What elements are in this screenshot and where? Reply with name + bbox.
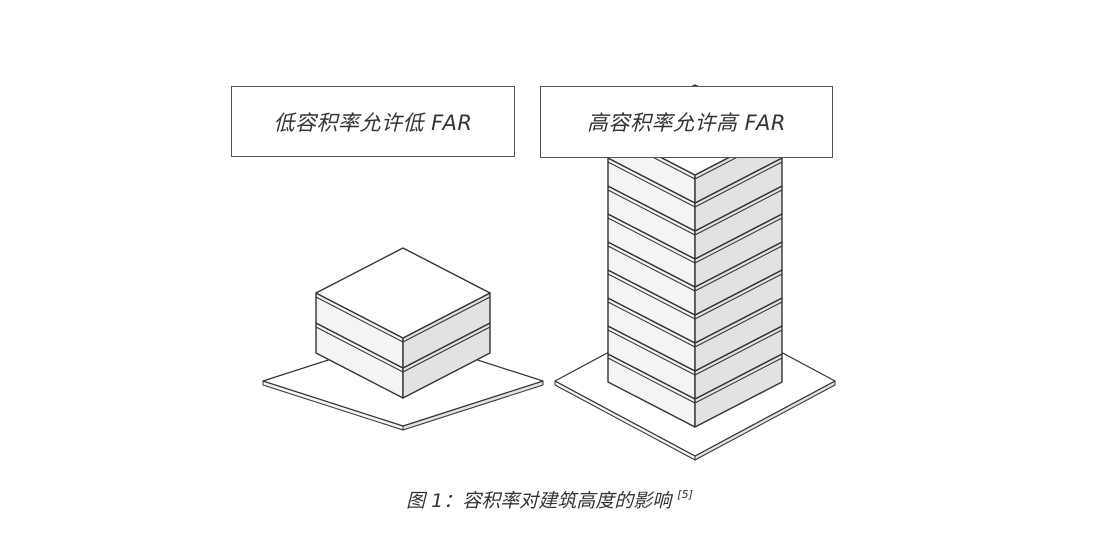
high-building-floor-7-slab-line	[607, 189, 783, 236]
figure-caption: 图 1：容积率对建筑高度的影响 [5]	[0, 486, 1099, 513]
high-far-label-text: 高容积率允许高 FAR	[587, 111, 786, 135]
high-building-floor-1-slab-line	[607, 357, 783, 404]
caption-reference: [5]	[677, 487, 693, 501]
low-far-label: 低容积率允许低 FAR	[231, 86, 515, 157]
high-building-floor-6-slab-line	[607, 217, 783, 264]
high-building-floor-4-slab-line	[607, 273, 783, 320]
low-building-roof	[315, 247, 491, 339]
high-building-floor-2-slab-line	[607, 329, 783, 376]
low-building-floor-1-slab-line	[315, 326, 491, 373]
low-far-label-text: 低容积率允许低 FAR	[273, 110, 473, 135]
high-building-floor-5-slab-line	[607, 245, 783, 292]
low-building-floor-2-slab-line	[315, 296, 491, 343]
high-building-floor-3-slab-line	[607, 301, 783, 348]
caption-text: 图 1：容积率对建筑高度的影响	[406, 490, 672, 512]
low-far-building	[315, 247, 491, 399]
high-far-label: 高容积率允许高 FAR	[540, 86, 833, 158]
high-building-floor-8-slab-line	[607, 161, 783, 208]
